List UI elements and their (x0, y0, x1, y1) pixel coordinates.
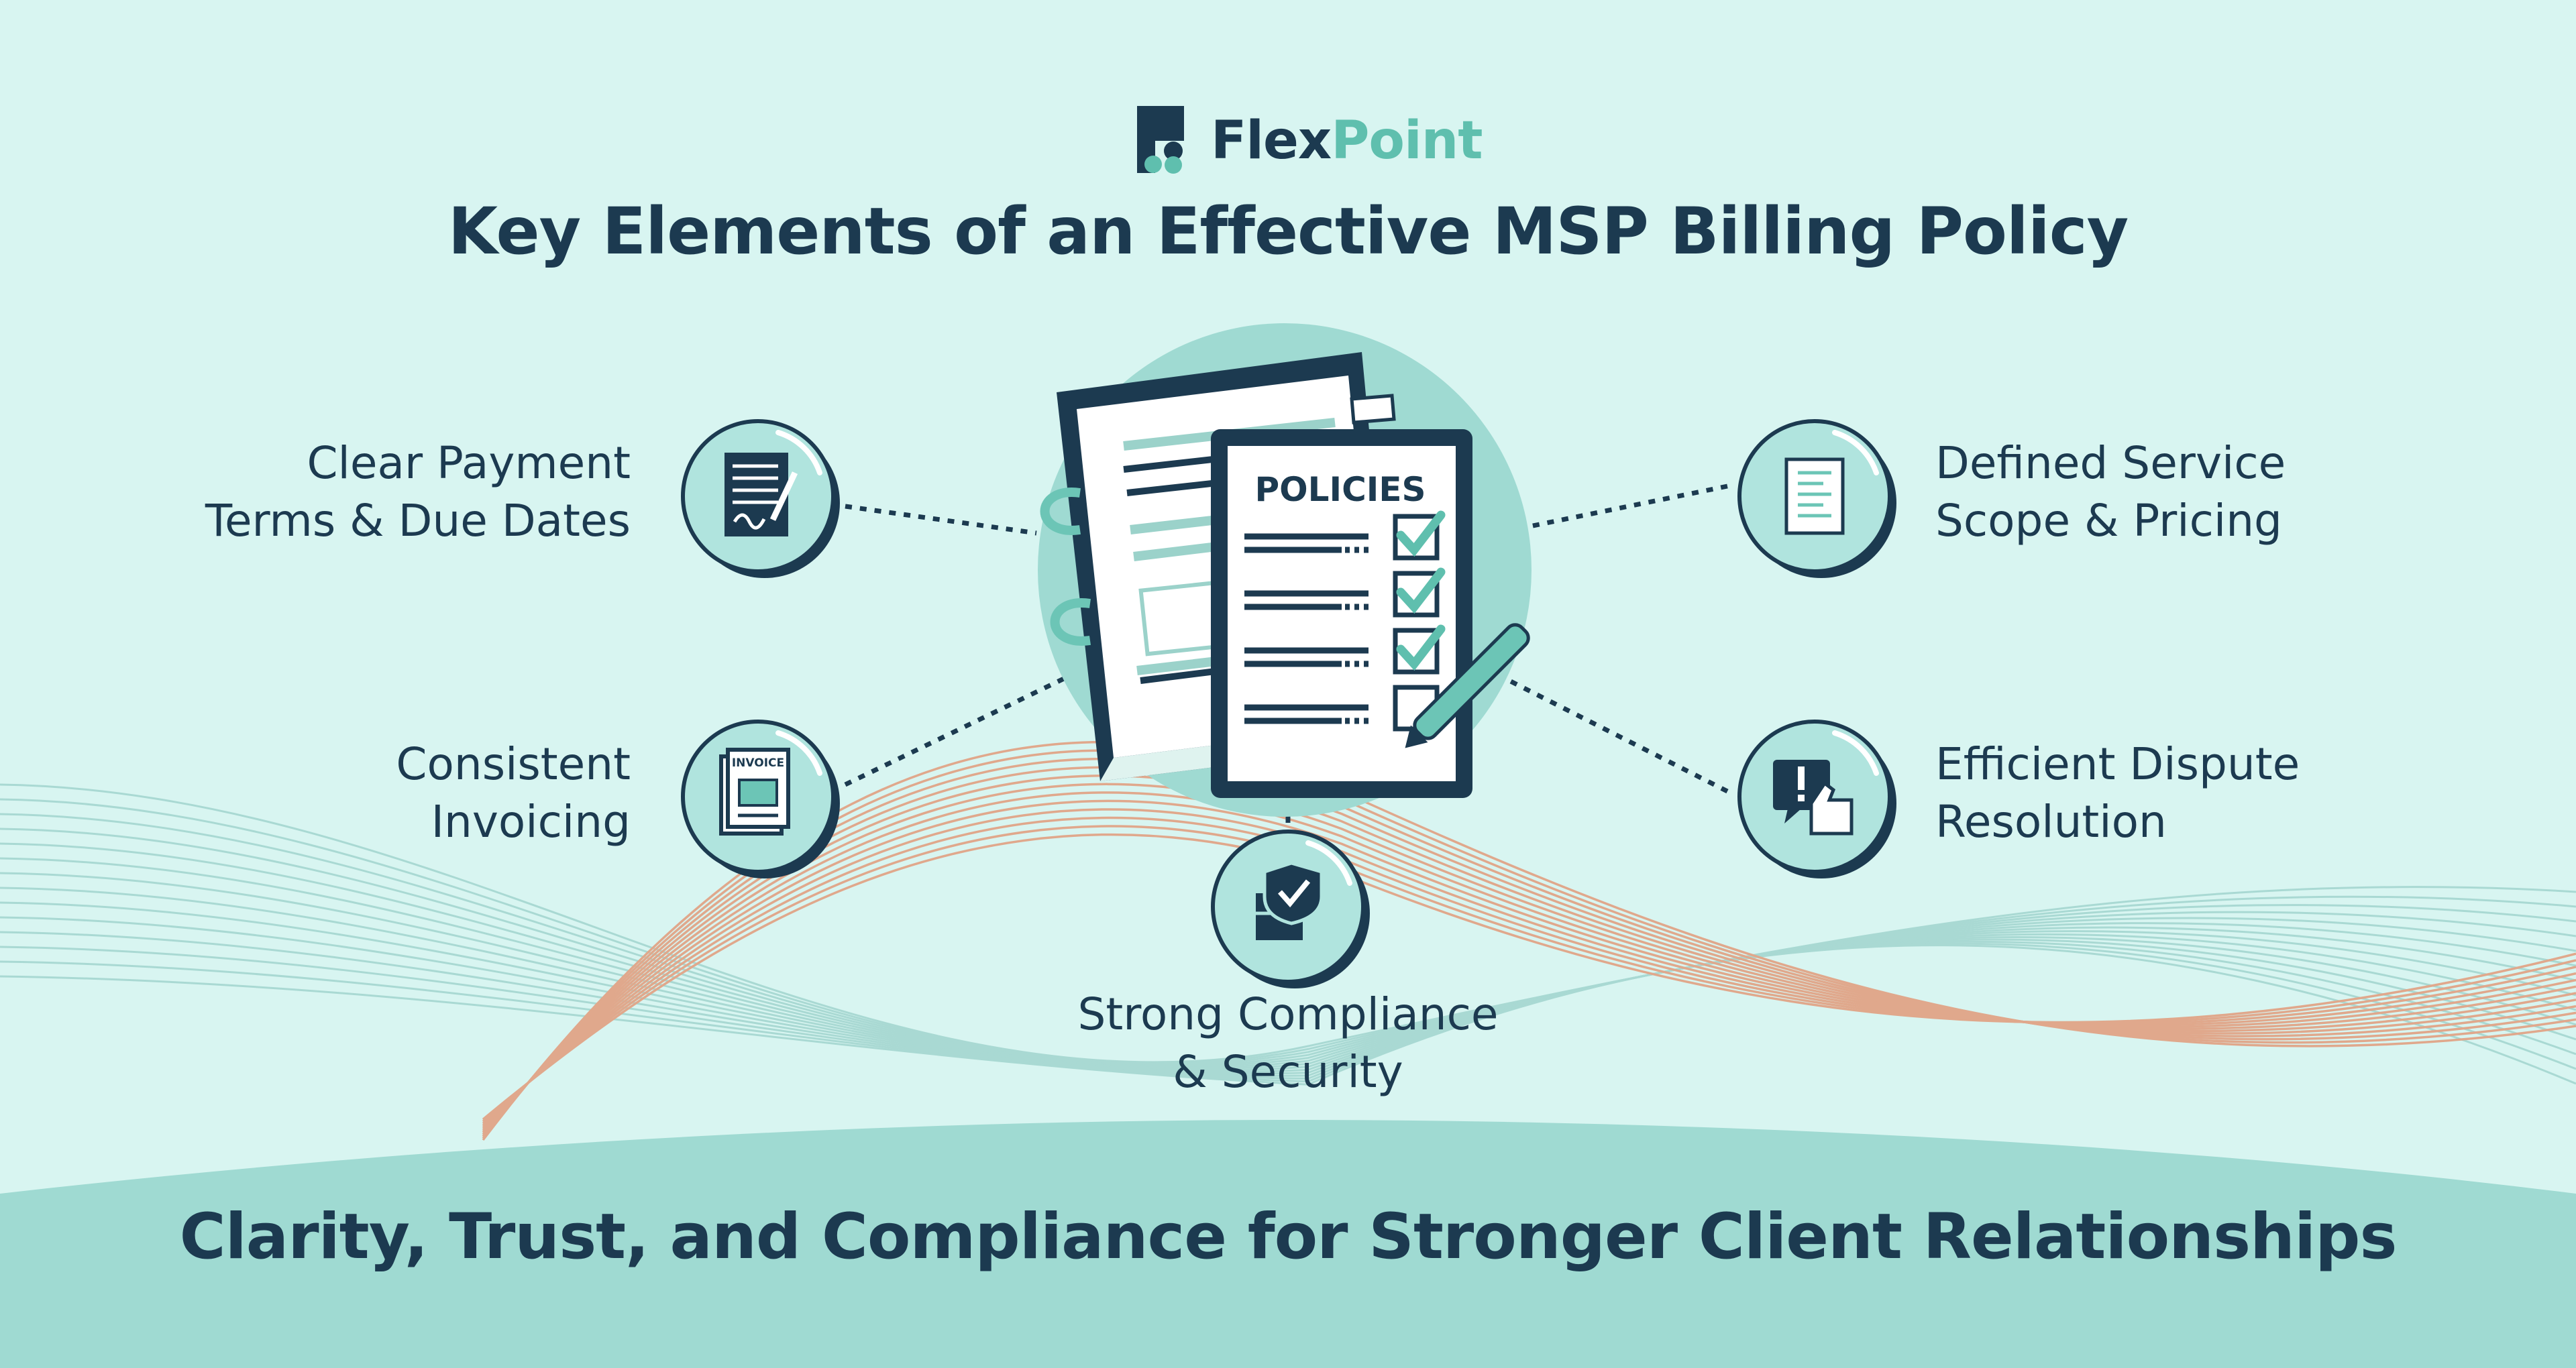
connector-invoicing (844, 675, 1068, 787)
circle-invoicing: INVOICE (681, 720, 840, 878)
check-mark-icon (1396, 567, 1446, 614)
invoice-stack-icon: INVOICE (719, 748, 790, 836)
label-payment-terms: Clear Payment Terms & Due Dates (205, 437, 631, 547)
checklist-item (1244, 567, 1446, 618)
signed-contract-icon (724, 453, 798, 536)
check-mark-icon (1396, 624, 1446, 671)
decorative-wave-lines (0, 783, 2576, 1086)
clipboard-heading: POLICIES (1254, 470, 1426, 509)
connector-dispute (1508, 678, 1729, 794)
circle-dispute (1737, 720, 1896, 878)
brand-name-part2: Point (1331, 111, 1483, 171)
check-mark-icon (1396, 510, 1446, 557)
checklist-item (1244, 510, 1446, 561)
pen-icon (1405, 623, 1530, 748)
clipboard-illustration: POLICIES (1211, 429, 1472, 798)
document-icon (1784, 457, 1845, 535)
connector-service-scope (1529, 483, 1728, 529)
element-circles: INVOICE (681, 419, 1896, 988)
bottom-hill (0, 1120, 2576, 1368)
connector-payment-terms (845, 504, 1037, 536)
decorative-orange-wave-lines (482, 740, 2576, 1141)
brand-name-part1: Flex (1211, 111, 1332, 171)
checklist-item (1244, 624, 1446, 675)
alert-thumbs-up-icon (1773, 760, 1854, 836)
invoice-word: INVOICE (732, 756, 784, 770)
brand-logo: FlexPoint (1211, 107, 1483, 174)
shield-server-icon (1256, 861, 1324, 940)
label-invoicing: Consistent Invoicing (396, 738, 631, 848)
circle-payment-terms (681, 419, 840, 578)
label-service-scope: Defined Service Scope & Pricing (1935, 437, 2286, 547)
circle-service-scope (1737, 419, 1896, 578)
circle-compliance (1211, 830, 1370, 988)
label-dispute: Efficient Dispute Resolution (1935, 738, 2300, 848)
label-compliance: Strong Compliance & Security (1077, 988, 1499, 1098)
flexpoint-logo-icon (1137, 106, 1184, 174)
page-title: Key Elements of an Effective MSP Billing… (447, 194, 2129, 269)
footer-tagline: Clarity, Trust, and Compliance for Stron… (179, 1200, 2398, 1273)
